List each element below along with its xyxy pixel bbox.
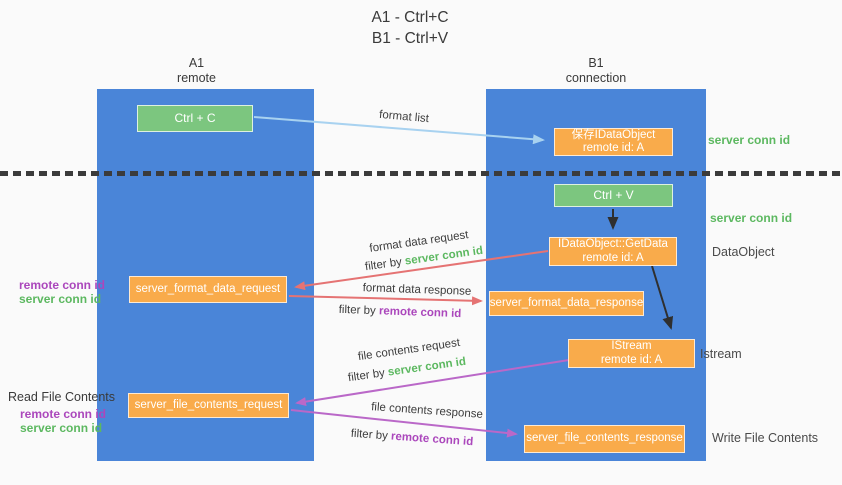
node-server-format-data-request-label: server_format_data_request (135, 282, 281, 295)
node-server-format-data-response-label: server_format_data_response (489, 296, 644, 309)
node-server-file-contents-request: server_file_contents_request (128, 393, 289, 418)
annotation-server-conn-id-left-bottom: server conn id (20, 421, 103, 435)
node-server-format-data-response: server_format_data_response (489, 291, 644, 316)
filter-prefix-3: filter by (347, 366, 389, 385)
node-save-idataobject: 保存IDataObject remote id: A (554, 128, 673, 156)
node-ctrl-c-label: Ctrl + C (174, 110, 216, 125)
diagram-title: A1 - Ctrl+C B1 - Ctrl+V (300, 7, 520, 49)
filter-key-server-conn-id-2: server conn id (387, 355, 467, 379)
node-server-file-contents-request-label: server_file_contents_request (134, 398, 283, 411)
lifeline-a1-role: remote (177, 71, 216, 85)
node-istream-line1: IStream (611, 340, 652, 352)
annotation-dataobject: DataObject (712, 245, 775, 259)
filter-prefix-1: filter by (364, 255, 406, 274)
label-filter-by-remote-conn-id-1: filter by remote conn id (338, 304, 461, 320)
session-divider-dashed-line (0, 171, 842, 176)
node-ctrl-c: Ctrl + C (137, 105, 253, 132)
title-line-2: B1 - Ctrl+V (371, 30, 449, 47)
filter-key-remote-conn-id-1: remote conn id (378, 305, 462, 321)
annotation-remote-conn-id-bottom: remote conn id (20, 407, 107, 421)
node-istream: IStream remote id: A (568, 339, 695, 368)
lifeline-header-b1: B1 connection (486, 56, 706, 86)
filter-prefix-2: filter by (338, 303, 380, 318)
label-format-list: format list (378, 108, 430, 126)
lifeline-b1-role: connection (565, 71, 627, 85)
node-server-file-contents-response: server_file_contents_response (524, 425, 685, 453)
lifeline-a1-name: A1 (188, 56, 205, 70)
label-format-data-response: format data response (362, 282, 472, 298)
node-ctrl-v-label: Ctrl + V (593, 187, 634, 202)
annotation-istream: Istream (700, 347, 742, 361)
node-server-file-contents-response-label: server_file_contents_response (526, 432, 683, 445)
node-ctrl-v: Ctrl + V (554, 184, 673, 207)
label-file-contents-response: file contents response (370, 401, 484, 421)
node-idataobject-getdata: IDataObject::GetData remote id: A (549, 237, 677, 266)
node-server-format-data-request: server_format_data_request (129, 276, 287, 303)
node-save-idataobject-line2: remote id: A (582, 142, 645, 154)
annotation-read-file-contents: Read File Contents (8, 390, 116, 404)
node-save-idataobject-line1: 保存IDataObject (571, 128, 656, 141)
annotation-server-conn-id-left-mid: server conn id (19, 292, 102, 306)
title-line-1: A1 - Ctrl+C (371, 9, 449, 26)
annotation-remote-conn-id-mid: remote conn id (19, 278, 106, 292)
annotation-left-mid-conn-ids: remote conn id server conn id (19, 278, 105, 306)
node-idataobject-getdata-line2: remote id: A (582, 251, 644, 264)
lifeline-b1-name: B1 (588, 56, 604, 70)
annotation-left-bottom-conn-ids: remote conn id server conn id (20, 407, 106, 435)
filter-key-remote-conn-id-2: remote conn id (390, 430, 474, 449)
label-filter-by-remote-conn-id-2: filter by remote conn id (350, 428, 473, 449)
annotation-write-file-contents: Write File Contents (712, 431, 819, 445)
lifeline-header-a1: A1 remote (88, 56, 305, 86)
node-idataobject-getdata-line1: IDataObject::GetData (558, 238, 668, 250)
annotation-server-conn-id-mid: server conn id (710, 211, 793, 225)
annotation-server-conn-id-top: server conn id (708, 133, 791, 147)
filter-prefix-4: filter by (350, 427, 392, 443)
node-istream-line2: remote id: A (600, 353, 663, 366)
